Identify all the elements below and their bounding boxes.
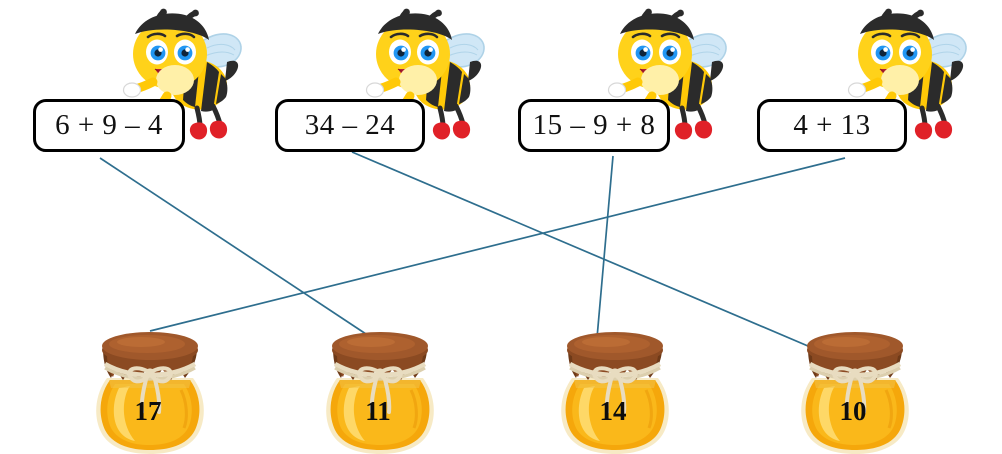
connector-eq2-jar4	[351, 151, 823, 353]
honey-jar-4[interactable]	[790, 320, 920, 454]
connector-eq4-jar1	[149, 157, 846, 332]
jar-number-4: 10	[839, 396, 867, 426]
honey-jar-2[interactable]	[315, 320, 445, 454]
connector-eq1-jar2	[99, 157, 367, 335]
equation-box-4[interactable]: 4 + 13	[757, 99, 907, 152]
honey-jar-1[interactable]	[85, 320, 215, 454]
equation-box-2[interactable]: 34 – 24	[275, 99, 425, 152]
equation-box-1[interactable]: 6 + 9 – 4	[33, 99, 185, 152]
equation-text-2: 34 – 24	[304, 109, 396, 141]
connector-eq3-jar3	[596, 155, 614, 339]
equation-text-4: 4 + 13	[793, 109, 871, 141]
jar-number-2: 11	[365, 396, 391, 426]
jar-number-3: 14	[599, 396, 627, 426]
equation-text-3: 15 – 9 + 8	[532, 109, 656, 141]
honey-jar-3[interactable]	[550, 320, 680, 454]
equation-box-3[interactable]: 15 – 9 + 8	[518, 99, 670, 152]
equation-text-1: 6 + 9 – 4	[55, 109, 163, 141]
jar-number-1: 17	[134, 396, 162, 426]
